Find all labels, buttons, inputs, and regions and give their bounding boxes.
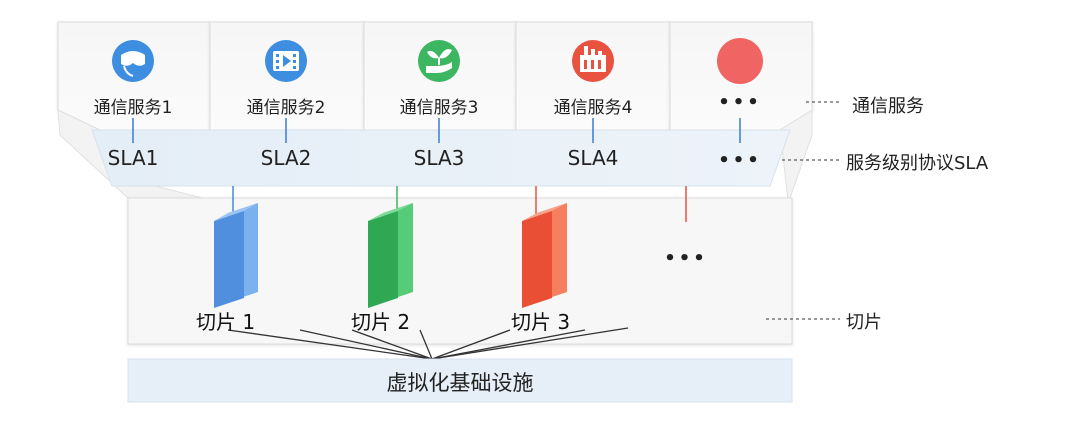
sla-label-4: SLA4 (567, 146, 619, 170)
infrastructure-connectors (227, 327, 629, 360)
slice-label-1: 切片 1 (196, 310, 256, 334)
sla-more-dots: ••• (718, 150, 762, 171)
sla-label-2: SLA2 (260, 146, 312, 170)
factory-icon (572, 40, 614, 82)
service-label-3: 通信服务3 (399, 98, 479, 118)
red-circle-icon (717, 38, 763, 84)
slice-2-shape (368, 203, 413, 308)
slice-more-dots: ••• (664, 248, 708, 269)
sla-label-3: SLA3 (413, 146, 465, 170)
slice-label-2: 切片 2 (351, 310, 411, 334)
service-sla-connectors (132, 118, 741, 143)
vr-headset-icon (112, 40, 154, 82)
slice-label-3: 切片 3 (511, 310, 571, 334)
slice-3-shape (522, 203, 567, 308)
hand-plant-icon (418, 40, 460, 82)
slice-1-shape (214, 203, 258, 308)
service-label-4: 通信服务4 (553, 98, 633, 118)
legend-service: 通信服务 (852, 96, 924, 117)
legend-leaders (766, 101, 840, 320)
infrastructure-label: 虚拟化基础设施 (386, 371, 534, 395)
legend-sla: 服务级别协议SLA (846, 153, 989, 174)
service-more-dots: ••• (718, 92, 762, 113)
legend-slice: 切片 (846, 312, 882, 333)
service-label-2: 通信服务2 (246, 98, 326, 118)
video-film-icon (265, 40, 307, 82)
infrastructure-bar (127, 358, 793, 403)
sla-label-1: SLA1 (107, 146, 159, 170)
sla-band (91, 129, 791, 187)
service-label-1: 通信服务1 (93, 98, 173, 118)
